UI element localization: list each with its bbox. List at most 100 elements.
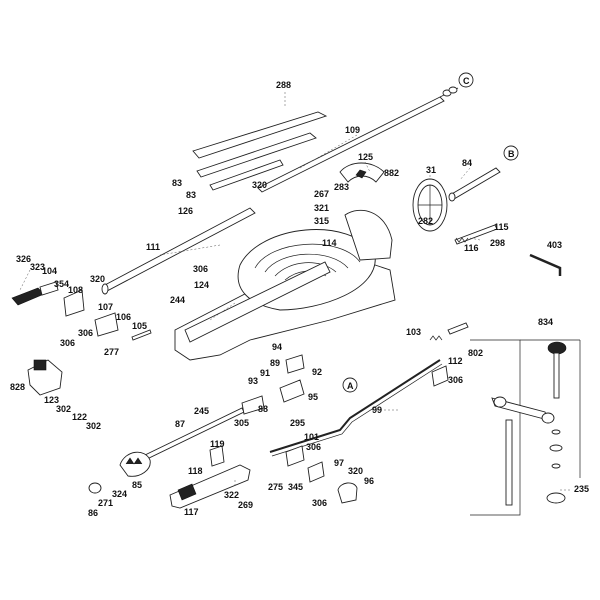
- part-label: 104: [42, 266, 57, 276]
- rail-83-upper: [192, 111, 328, 191]
- part-label: 271: [98, 498, 113, 508]
- part-label: 302: [56, 404, 71, 414]
- part-label: 288: [276, 80, 291, 90]
- part-label: 122: [72, 412, 87, 422]
- part-label: 245: [194, 406, 209, 416]
- part-label: 91: [260, 368, 270, 378]
- part-label: 108: [68, 285, 83, 295]
- part-label: 306: [312, 498, 327, 508]
- part-label: 298: [490, 238, 505, 248]
- knob-85: [119, 451, 151, 477]
- handle-828: [27, 359, 63, 396]
- callout-c: C: [458, 72, 474, 88]
- rail-109: [257, 86, 459, 193]
- part-label: 89: [270, 358, 280, 368]
- miter-base: [174, 209, 396, 361]
- part-label: 96: [364, 476, 374, 486]
- part-label: 126: [178, 206, 193, 216]
- part-label: 106: [116, 312, 131, 322]
- block-108: [63, 289, 85, 317]
- clamp-101: [285, 445, 305, 467]
- part-label: 320: [252, 180, 267, 190]
- part-label: 306: [306, 442, 321, 452]
- part-label: 323: [30, 262, 45, 272]
- part-label: 125: [358, 152, 373, 162]
- part-label: 306: [78, 328, 93, 338]
- part-label: 802: [468, 348, 483, 358]
- part-label: 107: [98, 302, 113, 312]
- clamp-lever-326: [11, 281, 59, 306]
- part-label: 85: [132, 480, 142, 490]
- part-label: 118: [188, 466, 203, 476]
- part-label: 302: [86, 421, 101, 431]
- bracket-107: [94, 312, 119, 337]
- pin-105: [131, 329, 152, 341]
- part-label: 235: [574, 484, 589, 494]
- part-label: 403: [547, 240, 562, 250]
- part-label: 86: [88, 508, 98, 518]
- part-label: 306: [193, 264, 208, 274]
- lock-bar-117: [169, 464, 251, 509]
- part-label: 115: [494, 222, 509, 232]
- svg-text:A: A: [347, 381, 354, 391]
- bracket-112: [431, 365, 449, 387]
- handwheel-31: [412, 178, 448, 232]
- part-label: 244: [170, 295, 185, 305]
- part-label: 105: [132, 321, 147, 331]
- rod-111: [101, 207, 256, 295]
- part-label: 92: [312, 367, 322, 377]
- part-label: 111: [146, 242, 160, 252]
- part-label: 95: [308, 392, 318, 402]
- part-label: 315: [314, 216, 329, 226]
- stop-95: [279, 379, 305, 403]
- part-label: 84: [462, 158, 472, 168]
- part-label: 117: [184, 507, 199, 517]
- part-label: 277: [104, 347, 119, 357]
- part-label: 275: [268, 482, 283, 492]
- spring-115-116: [454, 224, 498, 245]
- part-label: 326: [16, 254, 31, 264]
- part-label: 306: [448, 375, 463, 385]
- part-label: 99: [372, 405, 382, 415]
- part-label: 354: [54, 279, 69, 289]
- part-label: 834: [538, 317, 553, 327]
- part-label: 282: [418, 216, 433, 226]
- part-label: 306: [60, 338, 75, 348]
- part-labels: 288 109 125 31 84 882 83 320 283 83 267 …: [10, 80, 589, 518]
- part-label: 101: [304, 432, 319, 442]
- screw-119: [209, 445, 225, 467]
- bracket-88: [241, 395, 265, 415]
- part-label: 322: [224, 490, 239, 500]
- part-label: 267: [314, 189, 329, 199]
- part-label: 112: [448, 356, 463, 366]
- part-label: 305: [234, 418, 249, 428]
- part-label: 295: [290, 418, 305, 428]
- part-label: 283: [334, 182, 349, 192]
- part-label: 116: [464, 243, 479, 253]
- leader-lines: [19, 92, 570, 491]
- washer-86: [88, 482, 102, 494]
- part-label: 103: [406, 327, 421, 337]
- subassembly-834: [470, 339, 581, 516]
- callout-a: A: [342, 377, 358, 393]
- part-label: 119: [210, 439, 225, 449]
- lever-99: [269, 359, 443, 457]
- part-label: 324: [112, 489, 127, 499]
- knob-96: [337, 482, 358, 504]
- part-label: 124: [194, 280, 209, 290]
- part-label: 123: [44, 395, 59, 405]
- part-label: 269: [238, 500, 253, 510]
- part-label: 320: [90, 274, 105, 284]
- clamp-97: [307, 461, 325, 483]
- hex-key-403: [529, 253, 562, 276]
- part-label: 114: [322, 238, 337, 248]
- part-label: 109: [345, 125, 360, 135]
- bevel-scale-125: [339, 162, 385, 183]
- part-label: 93: [248, 376, 258, 386]
- part-label: 88: [258, 404, 268, 414]
- part-label: 94: [272, 342, 282, 352]
- part-label: 83: [186, 190, 196, 200]
- part-label: 320: [348, 466, 363, 476]
- part-label: 87: [175, 419, 185, 429]
- part-label: 828: [10, 382, 25, 392]
